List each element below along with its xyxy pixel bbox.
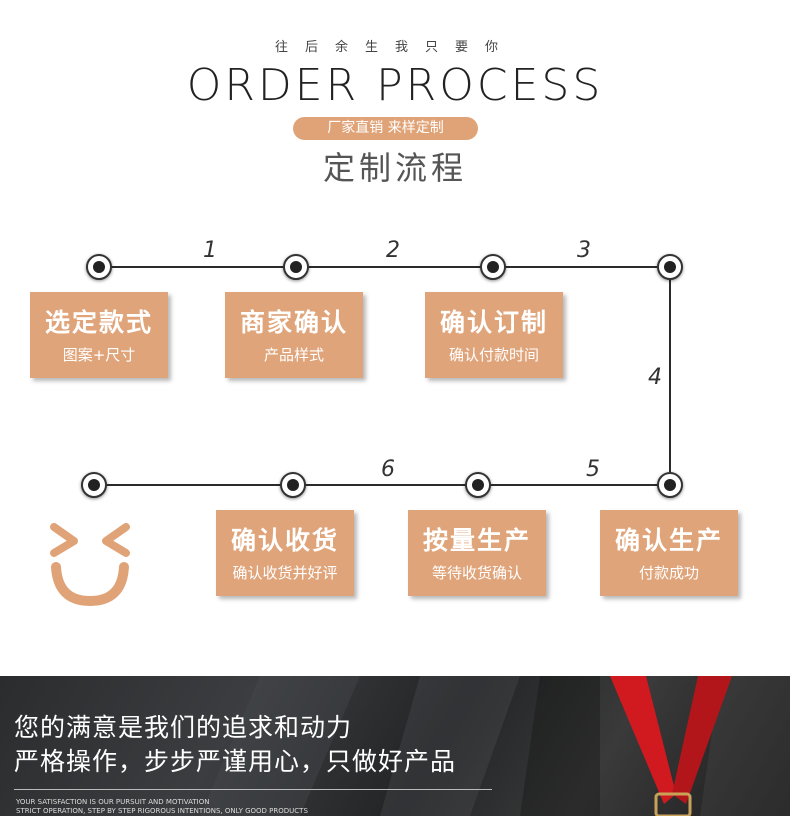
step-dot [657, 472, 683, 498]
step-title: 商家确认 [239, 308, 348, 337]
header-subtitle: 往后余生我只要你 [274, 40, 515, 55]
step-dot [480, 254, 506, 280]
step-card: 按量生产 等待收货确认 [408, 510, 546, 596]
step-number-6: 6 [381, 457, 395, 482]
red-ribbon-icon [610, 676, 732, 816]
step-title: 确认生产 [614, 526, 723, 555]
step-number-3: 3 [577, 238, 591, 263]
step-number-5: 5 [586, 457, 600, 482]
step-number-1: 1 [203, 238, 217, 263]
connector-top [98, 266, 670, 268]
step-subtitle: 图案+尺寸 [62, 346, 136, 364]
banner-english-line-2: STRICT OPERATION, STEP BY STEP RIGOROUS … [16, 807, 308, 815]
step-subtitle: 等待收货确认 [431, 564, 522, 582]
step-title: 确认订制 [439, 308, 548, 337]
step-card: 确认订制 确认付款时间 [425, 292, 563, 378]
banner-slogan-line-1: 您的满意是我们的追求和动力 [14, 713, 353, 742]
step-subtitle: 付款成功 [638, 564, 699, 582]
step-card: 确认生产 付款成功 [600, 510, 738, 596]
step-dot [283, 254, 309, 280]
step-dot [81, 472, 107, 498]
step-dot [86, 254, 112, 280]
banner-english-line-1: YOUR SATISFACTION IS OUR PURSUIT AND MOT… [16, 798, 210, 806]
city-background-decoration [200, 676, 790, 816]
step-subtitle: 确认收货并好评 [232, 564, 338, 582]
factory-direct-badge: 厂家直销 来样定制 [293, 117, 478, 140]
step-dot [280, 472, 306, 498]
banner-divider [14, 789, 492, 790]
step-subtitle: 产品样式 [263, 346, 324, 364]
process-heading: 定制流程 [322, 149, 467, 187]
step-title: 选定款式 [44, 308, 153, 337]
step-number-4: 4 [648, 365, 662, 390]
step-card: 确认收货 确认收货并好评 [216, 510, 354, 596]
connector-right [669, 267, 671, 485]
step-card: 选定款式 图案+尺寸 [30, 292, 168, 378]
smiley-face-icon [50, 523, 130, 607]
step-card: 商家确认 产品样式 [225, 292, 363, 378]
step-title: 按量生产 [422, 526, 531, 555]
step-dot [657, 254, 683, 280]
step-number-2: 2 [386, 238, 400, 263]
step-dot [465, 472, 491, 498]
banner-slogan-line-2: 严格操作，步步严谨用心，只做好产品 [14, 747, 457, 776]
step-title: 确认收货 [230, 526, 339, 555]
connector-bottom [94, 484, 670, 486]
step-subtitle: 确认付款时间 [448, 346, 539, 364]
page-title: ORDER PROCESS [186, 60, 604, 111]
